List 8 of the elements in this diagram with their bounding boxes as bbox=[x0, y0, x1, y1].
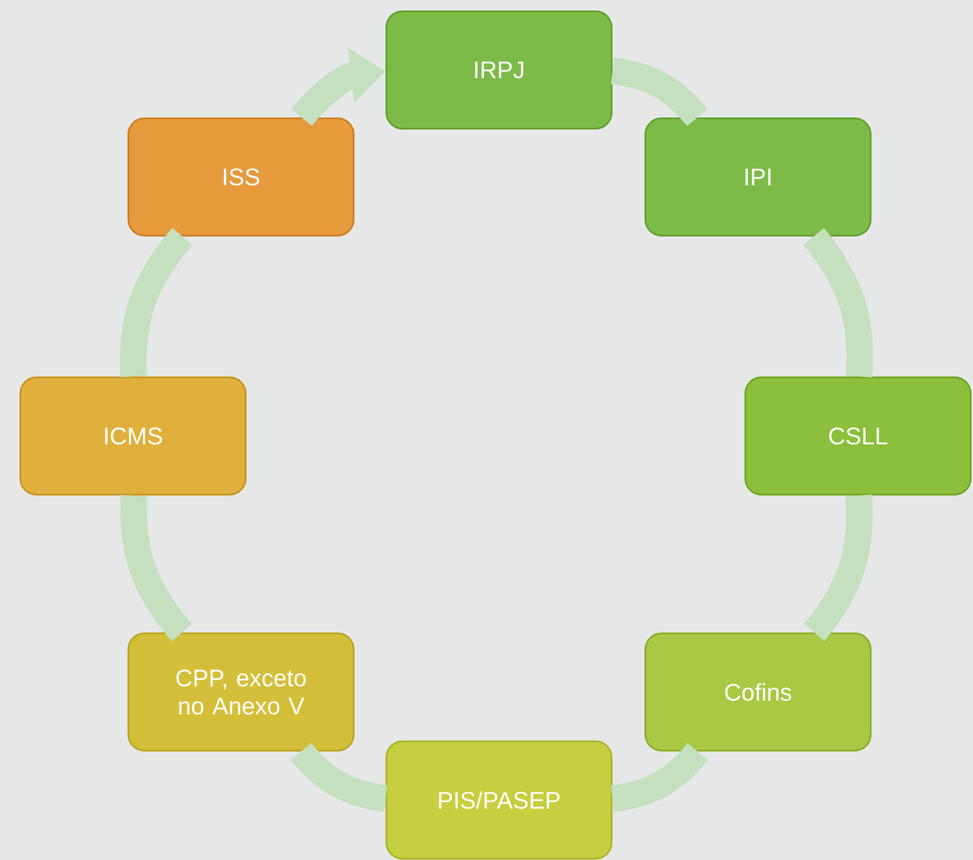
process-box: ISS bbox=[128, 118, 354, 236]
process-box: PIS/PASEP bbox=[386, 740, 612, 860]
process-box: CPP, exceto no Anexo V bbox=[128, 632, 354, 752]
process-box: CSLL bbox=[744, 376, 972, 496]
process-box: ICMS bbox=[20, 376, 246, 496]
process-box: Cofins bbox=[644, 632, 872, 752]
process-box: IPI bbox=[644, 118, 872, 236]
process-box: IRPJ bbox=[386, 10, 612, 130]
